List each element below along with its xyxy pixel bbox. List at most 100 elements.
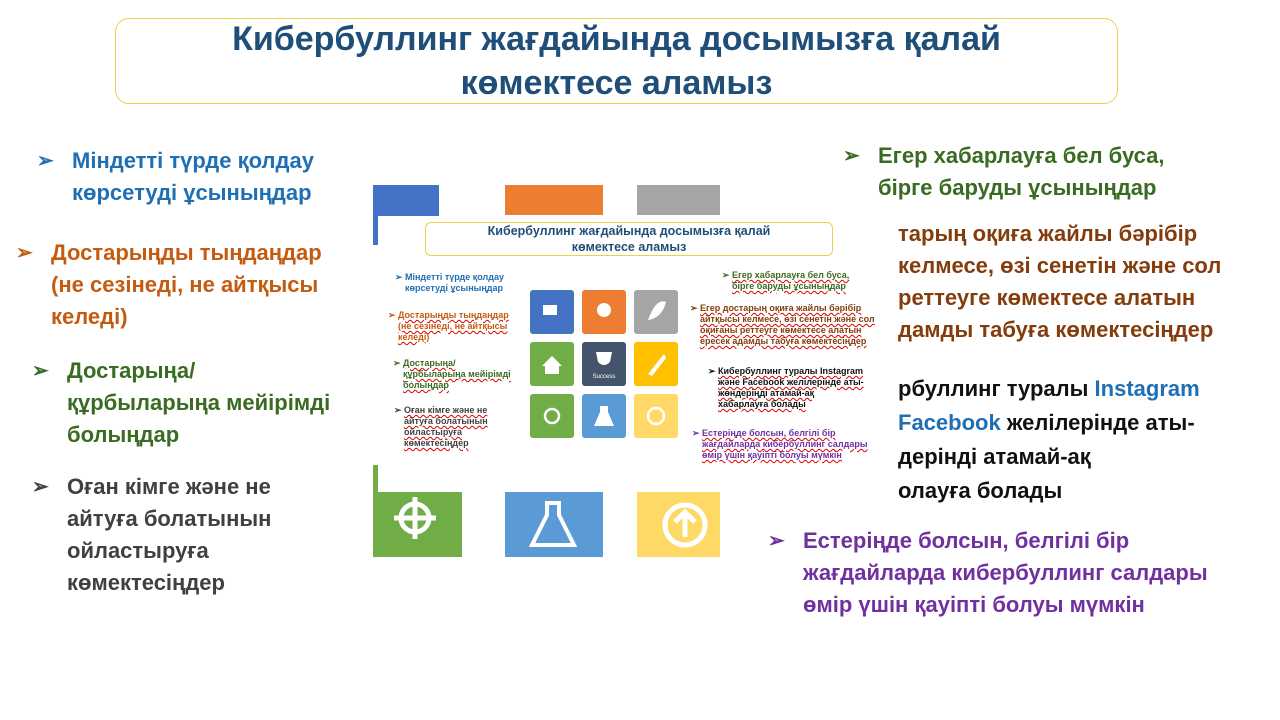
text-line: болыңдар (403, 380, 449, 390)
text-line: көмектесіңдер (404, 438, 469, 448)
text-line: жөндеріңді атамай-ақ (718, 388, 815, 398)
truck-icon (543, 305, 557, 315)
puzzle-piece-yellow (637, 491, 720, 557)
text-line: дерінді атамай-ақ (898, 444, 1091, 469)
text-line: Оған кімге және не (404, 405, 488, 415)
arrow-icon: ➢ (16, 242, 33, 264)
puzzle-piece-lightblue (505, 491, 603, 557)
text-line: ойластыруға (67, 538, 209, 563)
text-line: келмесе, өзі сенетін және сол (898, 253, 1222, 278)
text-line: дамды табуға көмектесіңдер (898, 317, 1214, 342)
text-line: олауға болады (898, 478, 1063, 503)
text-line: көрсетуді ұсыныңдар (405, 283, 503, 293)
text-line: бірге баруды ұсыныңдар (732, 281, 846, 291)
right-bullet-3-partial: рбуллинг туралы Instagram Facebook желіл… (898, 372, 1268, 508)
text-line: реттеуге көмектесе алатын (898, 285, 1196, 310)
target-icon (394, 497, 436, 539)
right-bullet-4: ➢ Естеріңде болсын, белгілі бір жағдайлар… (768, 525, 1268, 621)
text-line: келеді) (51, 304, 128, 329)
slide-title-line1: Кибербуллинг жағдайында досымызға қалай (232, 20, 1001, 58)
arrow-icon: ➢ (690, 303, 698, 313)
text-line: Міндетті түрде қолдау (405, 272, 504, 282)
slide-title: Кибербуллинг жағдайында досымызға қалай … (115, 18, 1118, 104)
target-icon (543, 407, 561, 425)
text-line: (не сезінеді, не айтқысы (51, 272, 319, 297)
lightbulb-icon (597, 303, 611, 317)
text-line: желілерінде аты- (1000, 410, 1195, 435)
text-line: айтқысы келмесе, өзі сенетін және сол (700, 314, 875, 324)
text-line: құрбыларыңа мейірімді (403, 369, 511, 379)
trophy-icon (596, 352, 612, 365)
text-line: Естеріңде болсын, белгілі бір (803, 528, 1130, 553)
arrow-icon: ➢ (388, 310, 396, 320)
leaf-icon (648, 301, 666, 320)
text-line: рбуллинг туралы (898, 376, 1095, 401)
text-line: ересек адамды табуға көмектесіңдер (700, 336, 867, 346)
text-line: айтуға болатынын (67, 506, 272, 531)
instagram-text: Instagram (1094, 376, 1200, 401)
inset-title-line1: Кибербуллинг жағдайында досымызға қалай (487, 224, 771, 238)
text-line: Достарыңа/ (67, 358, 196, 383)
arrow-icon: ➢ (843, 145, 860, 167)
text-line: және Facebook желілерінде аты- (718, 377, 864, 387)
text-line: тарың оқиға жайлы бәрібір (898, 221, 1198, 246)
text-line: айтуға болатынын (404, 416, 488, 426)
inset-left-bullet-2: ➢ Достарыңды тыңдаңдар(не сезінеді, не а… (388, 310, 523, 343)
text-line: жағдайларда кибербуллинг салдары (702, 439, 868, 449)
text-line: келеді) (398, 332, 430, 342)
upload-icon (646, 406, 666, 426)
text-line: Естеріңде болсын, белгілі бір (702, 428, 836, 438)
inset-puzzle-grid: Success (530, 290, 678, 438)
facebook-text: Facebook (898, 410, 1001, 435)
puzzle-piece-orange (505, 185, 603, 215)
text-line: Егер достарың оқиға жайлы бәрібір (700, 303, 862, 313)
right-bullet-2-partial: тарың оқиға жайлы бәрібір келмесе, өзі с… (898, 218, 1268, 346)
inset-title-line2: көмектесе аламыз (571, 240, 687, 254)
arrow-icon: ➢ (708, 366, 716, 376)
puzzle-piece-gray (637, 185, 720, 215)
flask-icon (528, 501, 578, 547)
text-line: Кибербуллинг туралы Instagram (718, 366, 864, 376)
text-line: хабарлауға болады (718, 399, 806, 409)
arrow-icon: ➢ (32, 476, 49, 498)
text-line: бірге баруды ұсыныңдар (878, 175, 1157, 200)
text-line: көмектесіңдер (67, 570, 225, 595)
text-line: жағдайларда кибербуллинг салдары (803, 560, 1208, 585)
arrow-icon: ➢ (394, 405, 402, 415)
text-line: оқиғаны реттеуге көмектесе алатын (700, 325, 862, 335)
text-line: өмір үшін қауіпті болуы мүмкін (803, 592, 1145, 617)
puzzle-center-label: Success (593, 374, 616, 380)
upload-icon (662, 502, 708, 548)
flask-icon (594, 406, 614, 426)
text-line: Егер хабарлауға бел буса, (732, 270, 850, 280)
inset-right-bullet-1: ➢ Егер хабарлауға бел буса,бірге баруды … (722, 270, 872, 292)
inset-title: Кибербуллинг жағдайында досымызға қалай … (425, 222, 833, 256)
left-bullet-2: ➢ Достарыңды тыңдаңдар(не сезінеді, не а… (16, 237, 356, 333)
arrow-icon: ➢ (37, 150, 54, 172)
text-line: Достарыңды тыңдаңдар (398, 310, 509, 320)
text-line: өмір үшін қауіпті болуы мүмкін (702, 450, 842, 460)
text-line: Достарыңа/ (403, 358, 456, 368)
text-line: Егер хабарлауға бел буса, (878, 143, 1165, 168)
rocket-icon (648, 354, 666, 376)
text-line: ойластыруға (404, 427, 462, 437)
arrow-icon: ➢ (32, 360, 49, 382)
text-line: (не сезінеді, не айтқысы (398, 321, 508, 331)
puzzle-piece-green-2 (530, 394, 574, 438)
text-line: көрсетуді ұсыныңдар (72, 180, 312, 205)
home-icon (542, 356, 562, 374)
text-line: болыңдар (67, 422, 180, 447)
slide-title-line2: көмектесе аламыз (460, 64, 773, 102)
arrow-icon: ➢ (393, 358, 401, 368)
arrow-icon: ➢ (722, 270, 730, 280)
arrow-icon: ➢ (395, 272, 403, 282)
arrow-icon: ➢ (768, 530, 785, 552)
